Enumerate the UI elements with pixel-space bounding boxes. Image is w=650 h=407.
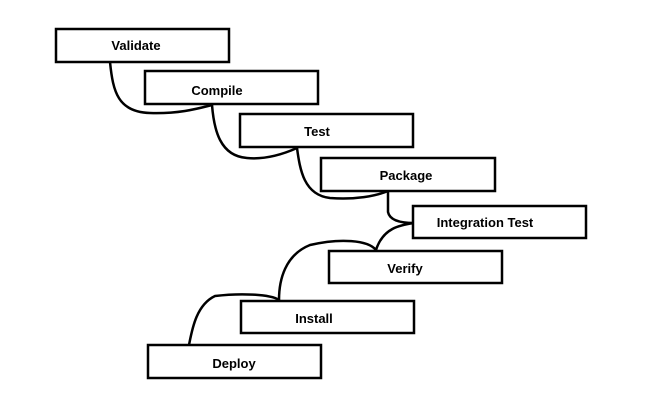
step-integration-test: Integration Test xyxy=(411,204,588,240)
step-package: Package xyxy=(319,156,497,193)
connectors xyxy=(108,60,416,347)
step-label: Validate xyxy=(111,38,160,53)
step-deploy: Deploy xyxy=(146,343,323,380)
connector-package-integration xyxy=(386,189,416,225)
step-box xyxy=(239,299,416,335)
step-validate: Validate xyxy=(54,27,231,64)
step-box xyxy=(146,343,323,380)
step-box xyxy=(411,204,588,240)
step-box xyxy=(143,69,320,106)
step-label: Test xyxy=(304,124,330,139)
step-box xyxy=(327,249,504,285)
step-box xyxy=(319,156,497,193)
step-label: Verify xyxy=(387,261,423,276)
step-label: Install xyxy=(295,311,333,326)
connector-integration-verify xyxy=(374,221,416,252)
step-box xyxy=(54,27,231,64)
step-label: Compile xyxy=(191,83,242,98)
step-label: Integration Test xyxy=(437,215,534,230)
connector-compile-test xyxy=(210,103,299,160)
step-verify: Verify xyxy=(327,249,504,285)
step-label: Package xyxy=(380,168,433,183)
step-compile: Compile xyxy=(143,69,320,106)
connector-verify-install xyxy=(277,239,378,302)
step-label: Deploy xyxy=(212,356,256,371)
connector-validate-compile xyxy=(108,60,214,115)
step-install: Install xyxy=(239,299,416,335)
step-box xyxy=(238,112,415,149)
connector-install-deploy xyxy=(187,293,281,347)
step-test: Test xyxy=(238,112,415,149)
connector-test-package xyxy=(295,146,390,200)
